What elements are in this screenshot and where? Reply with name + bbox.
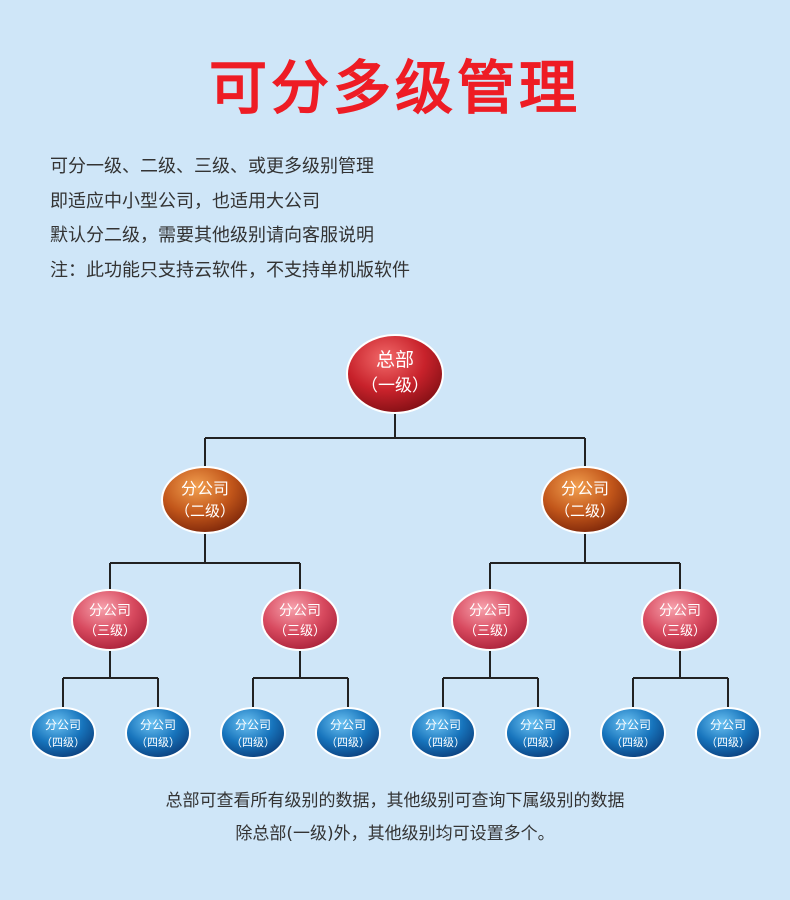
footer-text: 总部可查看所有级别的数据，其他级别可查询下属级别的数据 除总部(一级)外，其他级…	[0, 785, 790, 851]
node-name: 分公司	[235, 718, 271, 732]
node-l4-6: 分公司 （四级）	[505, 707, 571, 759]
connector-l3-2	[252, 650, 349, 708]
node-level: （二级）	[175, 502, 235, 520]
node-name: 分公司	[425, 718, 461, 732]
connector-right-l2	[489, 532, 681, 592]
node-level: （四级）	[41, 736, 85, 749]
intro-text: 可分一级、二级、三级、或更多级别管理 即适应中小型公司，也适用大公司 默认分二级…	[50, 150, 750, 288]
intro-line: 可分一级、二级、三级、或更多级别管理	[50, 156, 374, 177]
node-level: （三级）	[84, 624, 136, 639]
intro-line: 默认分二级，需要其他级别请向客服说明	[50, 225, 374, 246]
connector-l3-3	[442, 650, 539, 708]
node-l2-right: 分公司 （二级）	[541, 466, 629, 534]
intro-line: 即适应中小型公司，也适用大公司	[50, 190, 320, 212]
node-name: 分公司	[279, 603, 321, 619]
node-name: 分公司	[89, 603, 131, 619]
connector-left-l2	[109, 532, 301, 592]
node-level: （四级）	[706, 736, 750, 749]
intro-line: 注：此功能只支持云软件，不支持单机版软件	[50, 259, 410, 281]
node-level: （三级）	[274, 624, 326, 639]
node-l2-left: 分公司 （二级）	[161, 466, 249, 534]
node-level: （二级）	[555, 502, 615, 520]
node-name: 分公司	[330, 718, 366, 732]
node-level: （三级）	[464, 624, 516, 639]
node-l3-4: 分公司 （三级）	[641, 589, 719, 651]
connector-lines	[62, 412, 729, 708]
node-level: （四级）	[611, 736, 655, 749]
node-name: 分公司	[45, 718, 81, 732]
node-l4-8: 分公司 （四级）	[695, 707, 761, 759]
node-l4-4: 分公司 （四级）	[315, 707, 381, 759]
node-level: （四级）	[326, 736, 370, 749]
node-l4-5: 分公司 （四级）	[410, 707, 476, 759]
node-l4-1: 分公司 （四级）	[30, 707, 96, 759]
node-name: 分公司	[469, 603, 511, 619]
footer-line: 总部可查看所有级别的数据，其他级别可查询下属级别的数据	[165, 791, 625, 811]
page-title: 可分多级管理	[208, 54, 581, 122]
node-name: 总部	[376, 349, 414, 371]
node-name: 分公司	[140, 718, 176, 732]
node-l3-1: 分公司 （三级）	[71, 589, 149, 651]
node-level: （一级）	[361, 376, 429, 396]
footer-line: 除总部(一级)外，其他级别均可设置多个。	[235, 824, 555, 844]
node-level: （四级）	[421, 736, 465, 749]
node-name: 分公司	[561, 479, 609, 498]
connector-hq	[204, 412, 586, 470]
node-level: （四级）	[231, 736, 275, 749]
node-name: 分公司	[659, 603, 701, 619]
node-name: 分公司	[710, 718, 746, 732]
node-level: （四级）	[136, 736, 180, 749]
connector-l3-1	[62, 650, 159, 708]
node-hq: 总部 （一级）	[346, 334, 444, 414]
node-level: （三级）	[654, 624, 706, 639]
node-l4-3: 分公司 （四级）	[220, 707, 286, 759]
node-l3-2: 分公司 （三级）	[261, 589, 339, 651]
node-l3-3: 分公司 （三级）	[451, 589, 529, 651]
node-name: 分公司	[181, 479, 229, 498]
node-name: 分公司	[615, 718, 651, 732]
connector-l3-4	[632, 650, 729, 708]
node-level: （四级）	[516, 736, 560, 749]
node-l4-2: 分公司 （四级）	[125, 707, 191, 759]
node-l4-7: 分公司 （四级）	[600, 707, 666, 759]
node-name: 分公司	[520, 718, 556, 732]
